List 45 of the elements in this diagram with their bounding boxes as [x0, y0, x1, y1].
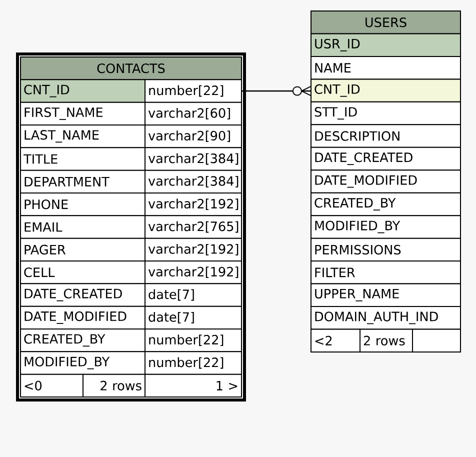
table-cell: LAST_NAME — [20, 124, 146, 148]
table-cell: CNT_ID — [310, 78, 461, 102]
table-cell: TITLE — [20, 147, 146, 171]
table-cell: <2 — [310, 328, 360, 352]
table-cell: CREATED_BY — [310, 192, 461, 216]
table-cell: <0 — [20, 374, 84, 398]
table-cell: DEPARTMENT — [20, 170, 146, 194]
table-cell: number[22] — [144, 79, 242, 103]
table-cell: CNT_ID — [20, 79, 146, 103]
table-cell: 2 rows — [360, 328, 413, 352]
table-cell: 1 > — [144, 374, 242, 398]
table-cell: varchar2[384] — [144, 147, 242, 171]
table-cell: DATE_MODIFIED — [310, 170, 461, 194]
table-cell: UPPER_NAME — [310, 283, 461, 308]
table-cell: varchar2[192] — [144, 192, 242, 216]
table-cell: DESCRIPTION — [310, 124, 461, 148]
table-cell: DATE_CREATED — [310, 146, 461, 171]
table-cell: DATE_MODIFIED — [20, 306, 146, 330]
table-cell: CELL — [20, 260, 146, 284]
table-cell: varchar2[192] — [144, 260, 242, 284]
table-cell: MODIFIED_BY — [310, 215, 461, 239]
table-cell: USR_ID — [310, 33, 461, 57]
table-cell: PAGER — [20, 238, 146, 262]
table-cell: FIRST_NAME — [20, 102, 146, 126]
table-cell: varchar2[765] — [144, 215, 242, 239]
table-cell: varchar2[192] — [144, 238, 242, 262]
table-cell: EMAIL — [20, 215, 146, 239]
table-cell: PHONE — [20, 192, 146, 216]
table-cell: 2 rows — [82, 374, 146, 398]
table-cell: FILTER — [310, 260, 461, 284]
table-cell: date[7] — [144, 306, 242, 330]
table-header: CONTACTS — [20, 56, 242, 80]
table-cell: NAME — [310, 56, 461, 80]
table-cell: CREATED_BY — [20, 328, 146, 352]
table-header: USERS — [310, 10, 461, 34]
table-cell: DATE_CREATED — [20, 283, 146, 307]
table-cell: varchar2[60] — [144, 102, 242, 126]
table-cell: date[7] — [144, 283, 242, 307]
table-cell: MODIFIED_BY — [20, 351, 146, 375]
table-cell: varchar2[90] — [144, 124, 242, 148]
table-cell: PERMISSIONS — [310, 238, 461, 262]
table-cell: STT_ID — [310, 101, 461, 126]
table-cell: varchar2[384] — [144, 170, 242, 194]
table-cell: number[22] — [144, 351, 242, 375]
table-cell: number[22] — [144, 328, 242, 352]
